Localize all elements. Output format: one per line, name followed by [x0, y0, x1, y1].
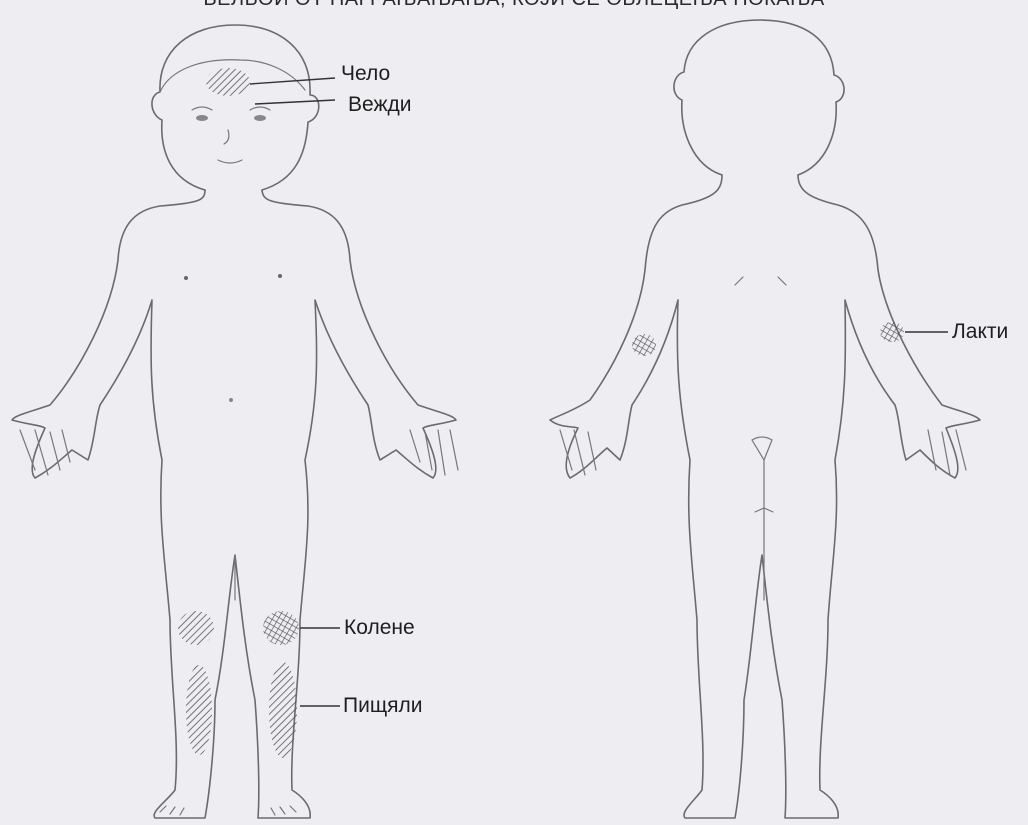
- lesion-knee-right: [263, 611, 299, 645]
- lesion-elbow-right: [880, 322, 904, 342]
- back-head: [674, 20, 844, 175]
- label-eyelids: Вежди: [348, 93, 411, 117]
- label-forehead: Чело: [341, 62, 390, 86]
- front-head: [152, 25, 319, 190]
- lesion-forehead: [206, 68, 250, 96]
- back-figure: [550, 20, 980, 818]
- front-torso: [12, 190, 456, 818]
- lesion-knee-left: [178, 611, 214, 645]
- label-knees: Колене: [344, 616, 415, 640]
- lesion-shin-right: [269, 662, 297, 758]
- label-shins: Пищяли: [343, 694, 422, 718]
- label-elbows: Лакти: [952, 320, 1008, 344]
- back-body: [550, 175, 980, 818]
- lesion-shin-left: [186, 665, 212, 755]
- lesion-elbow-left: [632, 334, 656, 356]
